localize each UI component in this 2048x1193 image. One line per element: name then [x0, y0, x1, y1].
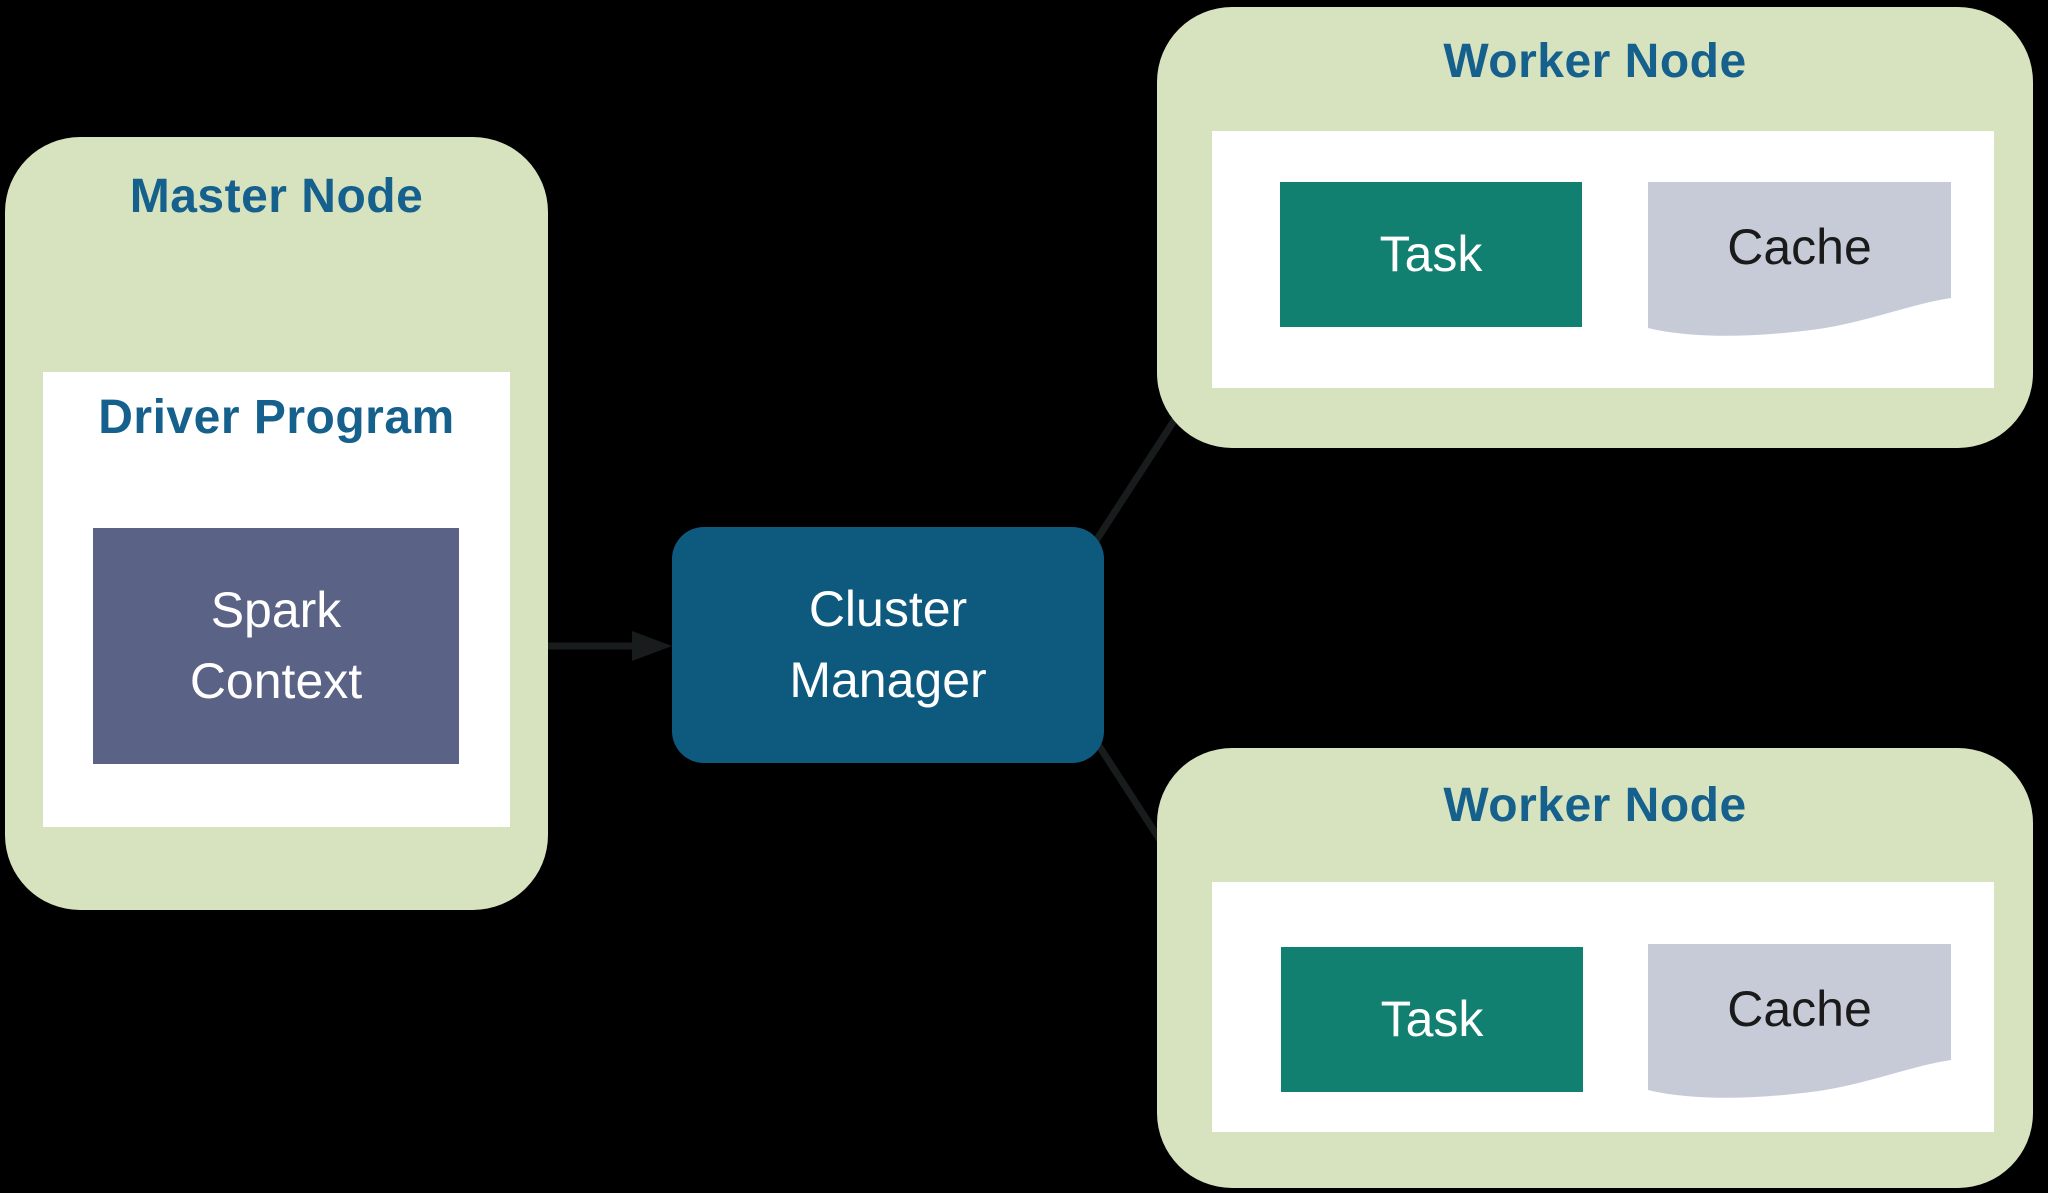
worker-node-top-title: Worker Node: [1443, 35, 1747, 88]
cache-wave-shape-bottom: [1648, 944, 1951, 1098]
master-node: Master Node Driver Program Spark Context: [5, 137, 548, 910]
cache-label-top: Cache: [1727, 219, 1872, 275]
cache-wave-shape-top: [1648, 182, 1951, 336]
cache-label-bottom: Cache: [1727, 981, 1872, 1037]
arrowhead-clustermanager: [632, 631, 672, 661]
cluster-manager-label-line1: Cluster: [808, 581, 968, 637]
cache-shape-top: Cache: [1648, 182, 1951, 347]
spark-context-label-line2: Context: [189, 653, 363, 709]
task-box-top: Task: [1280, 182, 1582, 327]
cache-shape-bottom: Cache: [1648, 944, 1951, 1109]
driver-program-panel: Driver Program Spark Context: [43, 372, 510, 827]
driver-program-title: Driver Program: [98, 391, 455, 444]
worker-node-top: Worker Node Task Cache: [1157, 7, 2033, 448]
worker-node-top-panel: Task Cache: [1212, 131, 1994, 388]
task-label-bottom: Task: [1380, 991, 1484, 1047]
spark-context-label-line1: Spark: [210, 582, 342, 638]
task-label-top: Task: [1379, 226, 1483, 282]
worker-node-bottom: Worker Node Task Cache: [1157, 748, 2033, 1188]
cluster-manager-label-line2: Manager: [789, 652, 987, 708]
worker-node-bottom-title: Worker Node: [1443, 779, 1747, 832]
cluster-manager-box: Cluster Manager: [672, 527, 1104, 763]
spark-context-box: Spark Context: [93, 528, 459, 764]
worker-node-bottom-panel: Task Cache: [1212, 882, 1994, 1132]
task-box-bottom: Task: [1281, 947, 1583, 1092]
master-node-title: Master Node: [129, 170, 424, 223]
